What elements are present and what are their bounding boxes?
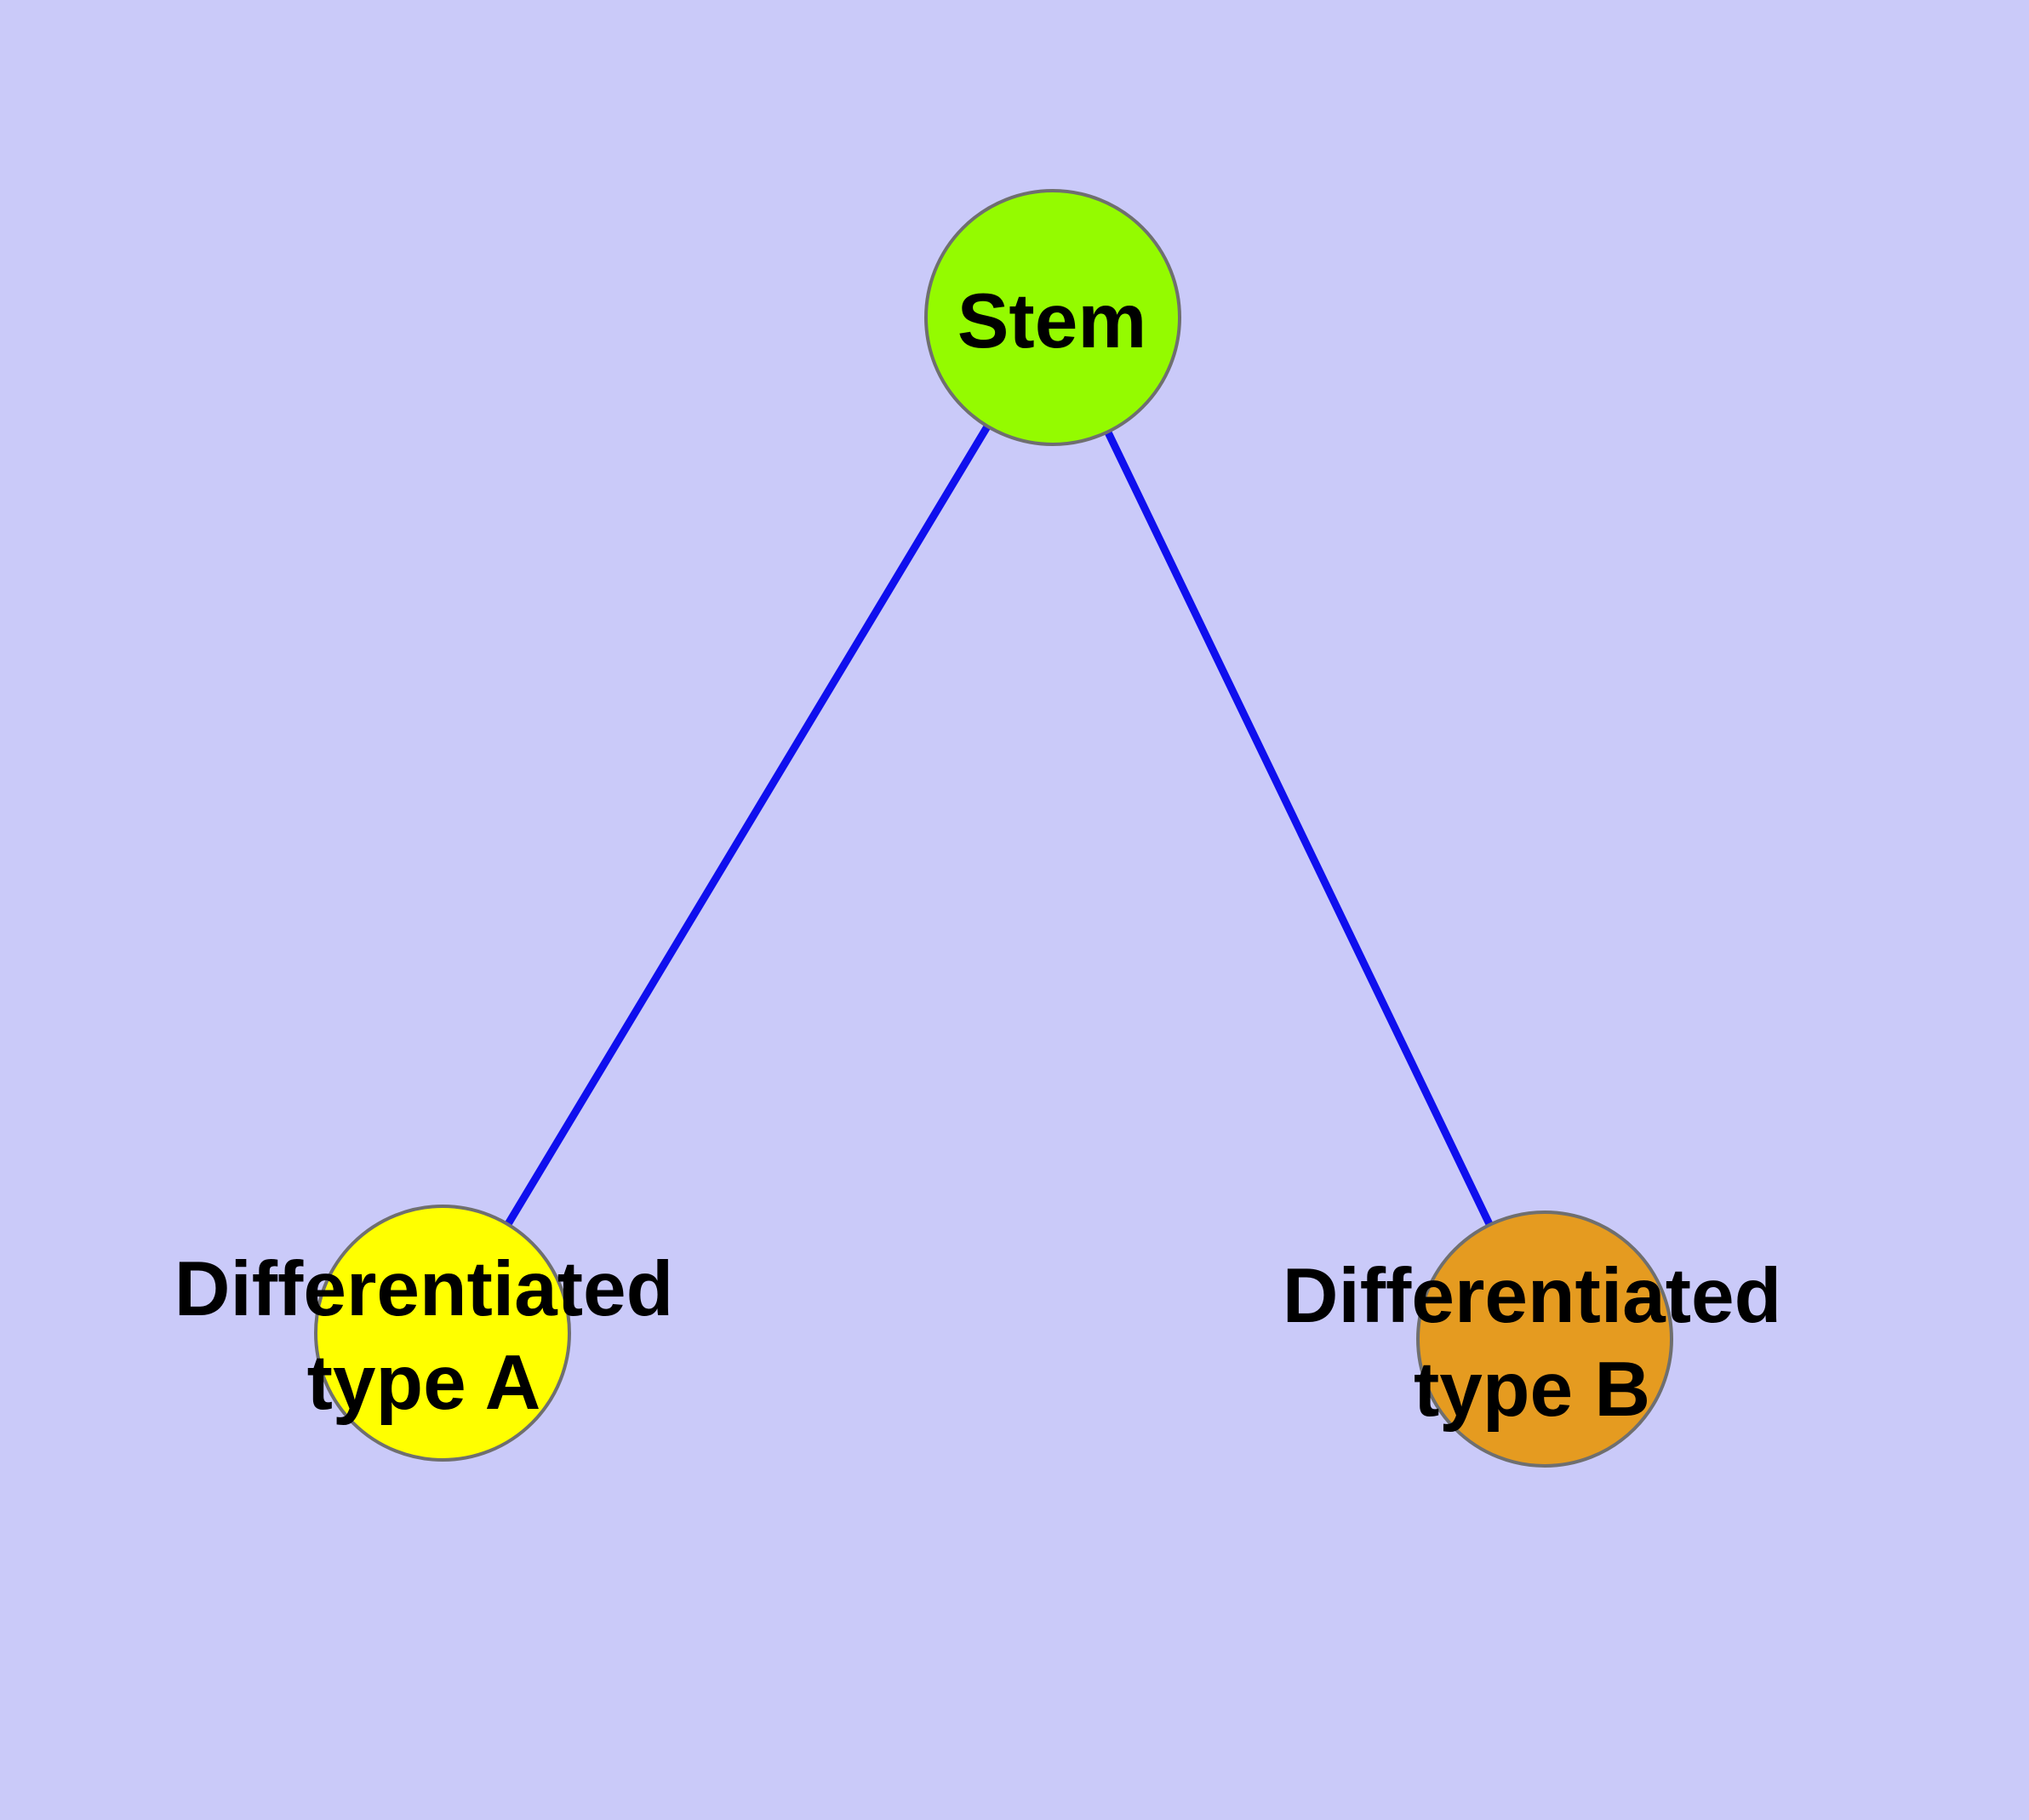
- node-stem: [924, 189, 1181, 446]
- node-label-stem-line-1: Stem: [957, 278, 1147, 364]
- node-differentiated-type-b: [1416, 1210, 1673, 1468]
- node-label-type-a-line-2: type A: [306, 1340, 541, 1426]
- node-label-differentiated-type-a: Differentiated type A: [41, 1243, 807, 1430]
- edge-stem-to-type-a: [439, 315, 1056, 1336]
- node-differentiated-type-a: [314, 1205, 571, 1462]
- node-label-type-a-line-1: Differentiated: [174, 1246, 674, 1332]
- node-label-differentiated-type-b: Differentiated type B: [1149, 1250, 1915, 1437]
- node-label-type-b-line-2: type B: [1413, 1347, 1651, 1433]
- node-label-type-b-line-1: Differentiated: [1282, 1253, 1782, 1339]
- edge-stem-to-type-b: [1049, 316, 1549, 1341]
- node-label-stem: Stem: [669, 275, 1435, 369]
